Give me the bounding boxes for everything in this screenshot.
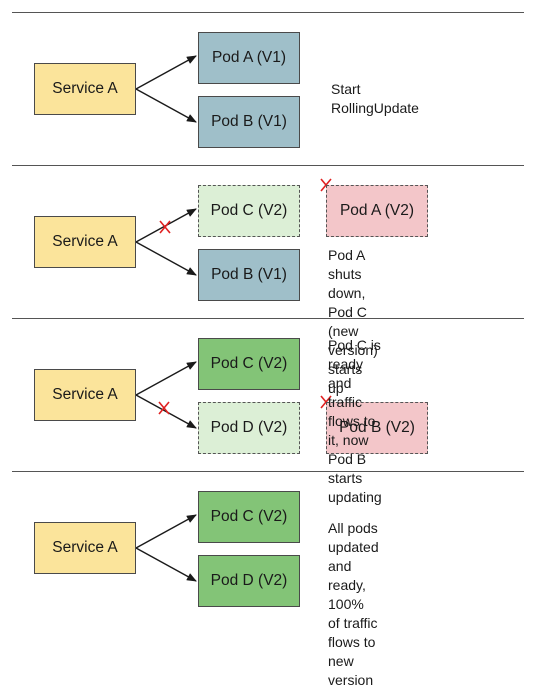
arrow-stage4-bottom (135, 547, 197, 582)
arrow-stage3-top (135, 361, 197, 396)
pod-box: Pod B (V1) (198, 96, 300, 148)
pod-box: Pod C (V2) (198, 338, 300, 390)
divider-top (12, 12, 524, 13)
pod-label: Pod D (V2) (210, 419, 288, 436)
arrows-layer (135, 55, 332, 582)
pod-label: Pod C (V2) (210, 508, 288, 525)
service-label: Service A (52, 386, 118, 403)
pod-label: Pod B (V1) (211, 266, 287, 283)
pod-box-starting: Pod D (V2) (198, 402, 300, 454)
stage-note: Start RollingUpdate (331, 81, 419, 116)
service-box: Service A (34, 369, 136, 421)
service-label: Service A (52, 80, 118, 97)
arrow-stage2-bottom (135, 241, 197, 276)
pod-label: Pod B (V2) (339, 419, 415, 436)
pod-label: Pod D (V2) (210, 572, 288, 589)
blocked-traffic-marker-stage3 (158, 401, 170, 415)
divider-1 (12, 165, 524, 166)
arrow-stage1-bottom (135, 88, 197, 123)
pod-label: Pod B (V1) (211, 113, 287, 130)
stage-note: Pod C is ready and traffic flows to it, … (328, 337, 382, 505)
pod-box: Pod D (V2) (198, 555, 300, 607)
arrow-stage1-top (135, 55, 197, 90)
divider-3 (12, 471, 524, 472)
pod-label: Pod C (V2) (210, 355, 288, 372)
pod-label: Pod A (V2) (339, 202, 415, 219)
arrow-stage4-top (135, 514, 197, 549)
service-label: Service A (52, 539, 118, 556)
pod-label: Pod A (V1) (211, 49, 287, 66)
service-label: Service A (52, 233, 118, 250)
pod-box: Pod A (V1) (198, 32, 300, 84)
pod-box-terminating: Pod A (V2) (326, 185, 428, 237)
pod-box-terminating: Pod B (V2) (326, 402, 428, 454)
stage-note: All pods updated and ready, 100% of traf… (328, 520, 379, 688)
blocked-traffic-marker-stage2 (159, 220, 171, 234)
service-box: Service A (34, 216, 136, 268)
pod-label: Pod C (V2) (210, 202, 288, 219)
pod-box-starting: Pod C (V2) (198, 185, 300, 237)
service-box: Service A (34, 522, 136, 574)
service-box: Service A (34, 63, 136, 115)
pod-box: Pod B (V1) (198, 249, 300, 301)
pod-box: Pod C (V2) (198, 491, 300, 543)
divider-2 (12, 318, 524, 319)
